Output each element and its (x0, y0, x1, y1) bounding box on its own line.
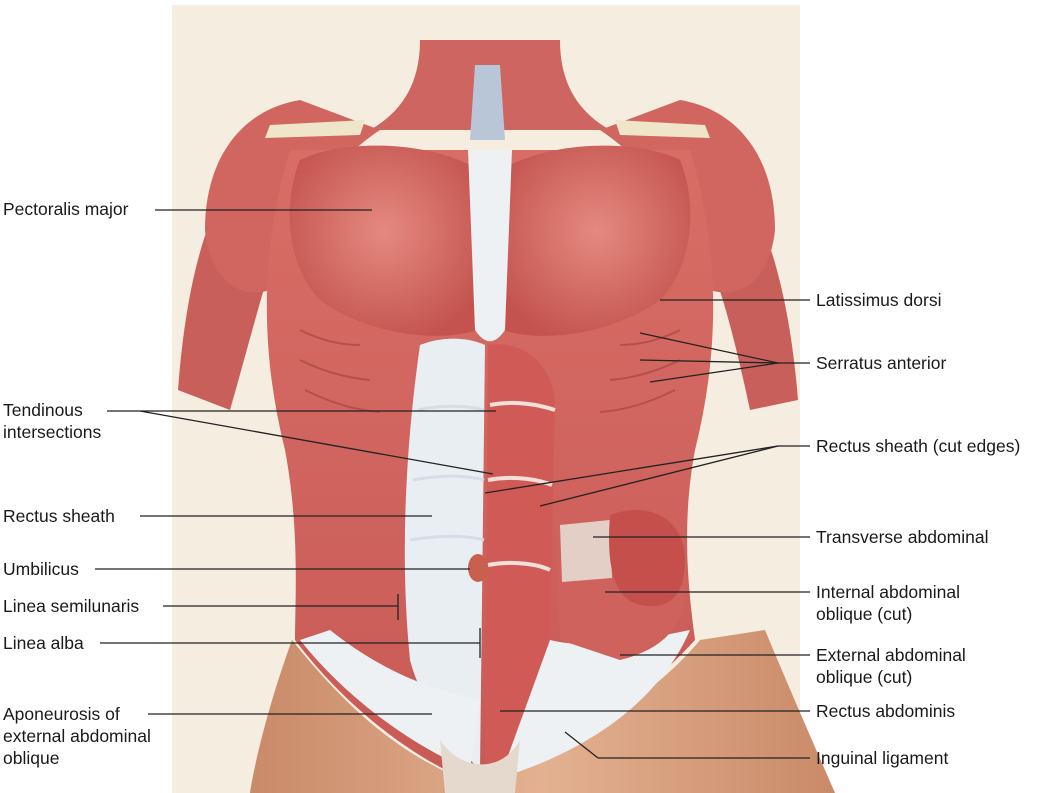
label-latissimus-dorsi: Latissimus dorsi (816, 290, 942, 310)
sternum-aponeurosis (468, 150, 512, 342)
label-umbilicus: Umbilicus (3, 559, 79, 579)
label-serratus-anterior: Serratus anterior (816, 353, 947, 373)
left-pectoralis (289, 145, 478, 336)
internal-oblique-flap (609, 510, 685, 607)
umbilicus-mark (468, 554, 488, 582)
label-rectus-sheath: Rectus sheath (3, 506, 115, 526)
transverse-abdominal-layer (560, 520, 612, 582)
label-external-abdominal-oblique: External abdominal oblique (cut) (816, 645, 966, 687)
label-aponeurosis: Aponeurosis of external abdominal obliqu… (3, 704, 151, 768)
tendinous-intersection-lines (487, 400, 556, 572)
aponeurosis-lower-right (500, 630, 690, 778)
label-linea-semilunaris: Linea semilunaris (3, 596, 140, 616)
serratus-right (599, 329, 681, 413)
leader-lines (95, 209, 810, 759)
label-linea-alba: Linea alba (3, 633, 84, 653)
left-sheath-segments (409, 404, 485, 542)
label-rectus-abdominis: Rectus abdominis (816, 701, 956, 721)
left-rectus-sheath (404, 338, 485, 770)
label-internal-abdominal-oblique: Internal abdominal oblique (cut) (816, 582, 960, 624)
trachea (470, 65, 505, 140)
right-clavicle (615, 120, 710, 138)
left-clavicle (265, 120, 365, 138)
label-rectus-sheath-cut-edges: Rectus sheath (cut edges) (816, 436, 1021, 456)
aponeurosis-lower-left (300, 630, 480, 770)
label-inguinal-ligament: Inguinal ligament (816, 748, 949, 768)
label-pectoralis-major: Pectoralis major (3, 199, 129, 219)
right-pectoralis (502, 145, 691, 336)
pelvic-detail (440, 740, 520, 793)
hip-skin (250, 630, 835, 793)
label-transverse-abdominal: Transverse abdominal (816, 527, 989, 547)
label-tendinous-intersections: Tendinous intersections (3, 400, 102, 442)
